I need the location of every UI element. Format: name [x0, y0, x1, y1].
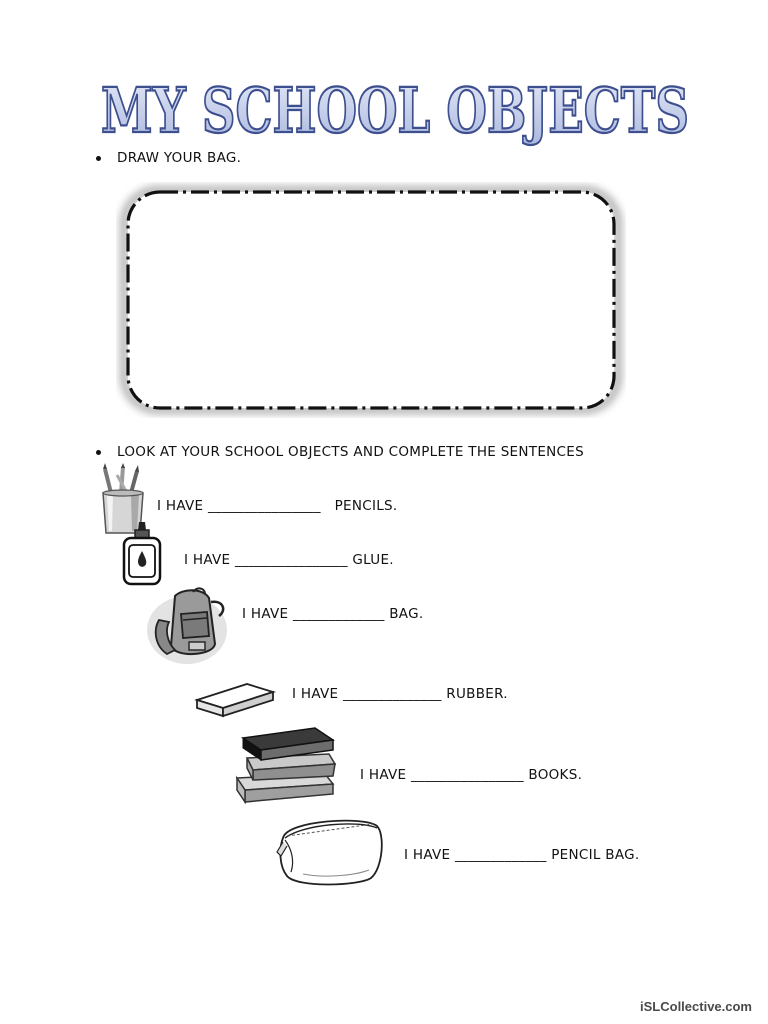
pencil-cup-icon: [97, 463, 149, 539]
answer-blank[interactable]: ________________: [410, 767, 524, 783]
sentence-pencil-bag: I HAVE _____________ PENCIL BAG.: [404, 847, 640, 863]
title-text: MY SCHOOL OBJECTS: [101, 74, 689, 147]
bullet-icon: [96, 449, 101, 455]
answer-blank[interactable]: ________________: [207, 498, 321, 514]
backpack-icon: [145, 584, 235, 674]
sentence-end: GLUE.: [352, 552, 394, 568]
sentence-end: PENCILS.: [334, 498, 398, 514]
sentence-bag: I HAVE _____________ BAG.: [242, 606, 423, 622]
sentence-start: I HAVE: [360, 767, 407, 783]
sentence-rubber: I HAVE ______________ RUBBER.: [292, 686, 508, 702]
sentence-books: I HAVE ________________ BOOKS.: [360, 767, 582, 783]
instruction-draw-text: DRAW YOUR BAG.: [117, 150, 242, 166]
sentence-start: I HAVE: [292, 686, 339, 702]
sentence-end: PENCIL BAG.: [551, 847, 640, 863]
answer-blank[interactable]: _____________: [292, 606, 385, 622]
sentence-glue: I HAVE ________________ GLUE.: [184, 552, 394, 568]
sentence-pencils: I HAVE ________________ PENCILS.: [157, 498, 398, 514]
footer-watermark: iSLCollective.com: [640, 999, 752, 1014]
sentence-end: BAG.: [389, 606, 424, 622]
sentence-end: BOOKS.: [528, 767, 583, 783]
answer-blank[interactable]: ________________: [234, 552, 348, 568]
answer-blank[interactable]: _____________: [454, 847, 547, 863]
eraser-icon: [193, 678, 277, 724]
sentence-end: RUBBER.: [446, 686, 508, 702]
pencil-case-icon: [273, 812, 387, 894]
sentence-start: I HAVE: [184, 552, 231, 568]
instruction-complete: LOOK AT YOUR SCHOOL OBJECTS AND COMPLETE…: [96, 444, 584, 460]
bullet-icon: [96, 155, 101, 161]
answer-blank[interactable]: ______________: [342, 686, 442, 702]
sentence-start: I HAVE: [404, 847, 451, 863]
worksheet-title: MY SCHOOL OBJECTS: [95, 68, 695, 148]
drawing-area[interactable]: [116, 182, 626, 418]
books-icon: [233, 724, 339, 814]
sentence-start: I HAVE: [242, 606, 289, 622]
instruction-complete-text: LOOK AT YOUR SCHOOL OBJECTS AND COMPLETE…: [117, 444, 584, 460]
sentence-start: I HAVE: [157, 498, 204, 514]
instruction-draw: DRAW YOUR BAG.: [96, 150, 241, 166]
glue-bottle-icon: [120, 520, 164, 590]
